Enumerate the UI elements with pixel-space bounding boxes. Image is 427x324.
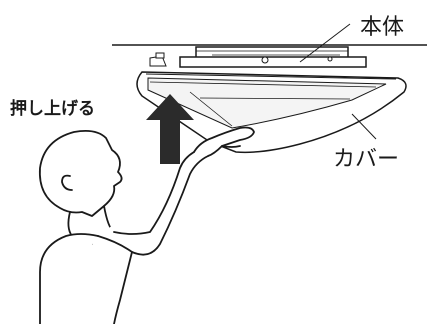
- leader-line-cover: [351, 113, 377, 140]
- label-body: 本体: [360, 15, 405, 40]
- leader-line-body: [299, 23, 351, 63]
- label-push-up: 押し上げる: [10, 99, 95, 119]
- up-arrow-icon: [146, 94, 194, 164]
- label-cover: カバー: [333, 147, 400, 172]
- fixture-body: [149, 46, 367, 68]
- cover-shade: [136, 71, 407, 154]
- person-figure: [38, 126, 255, 324]
